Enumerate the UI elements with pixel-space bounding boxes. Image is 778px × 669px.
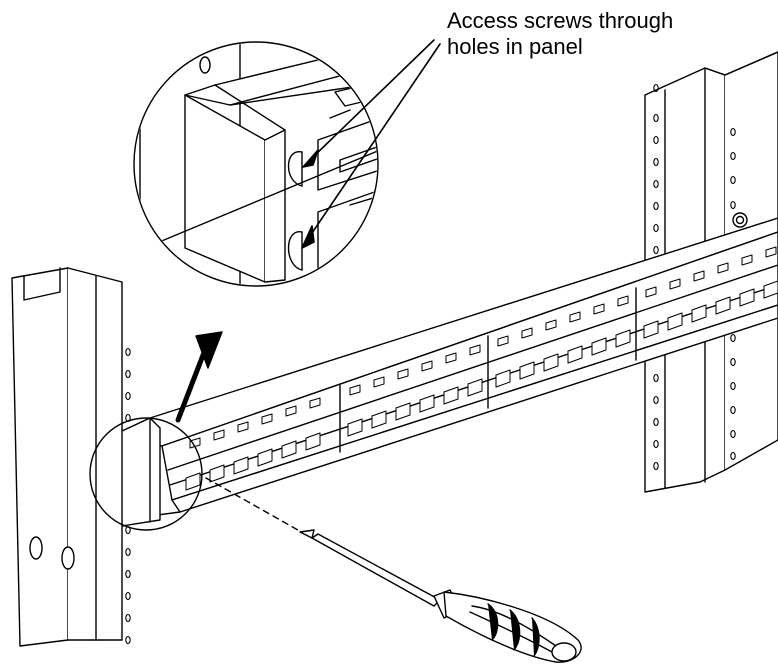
callout-arrows — [301, 39, 441, 249]
ports-lower-row — [185, 280, 778, 491]
magnify-arrow — [175, 331, 223, 423]
ports-upper-row — [189, 246, 777, 449]
callout-line-1: Access screws through — [447, 8, 674, 33]
detail-source-circle — [89, 417, 203, 531]
callout-text: Access screws through holes in panel — [447, 8, 673, 60]
right-rail-holes — [653, 83, 736, 471]
magnified-detail — [133, 41, 379, 287]
callout-line-2: holes in panel — [447, 34, 583, 59]
patch-panel — [119, 217, 778, 527]
screw-alignment-line — [205, 477, 313, 539]
right-rail-screw — [732, 212, 748, 228]
left-rack-rail — [11, 267, 131, 647]
screwdriver — [299, 529, 582, 663]
